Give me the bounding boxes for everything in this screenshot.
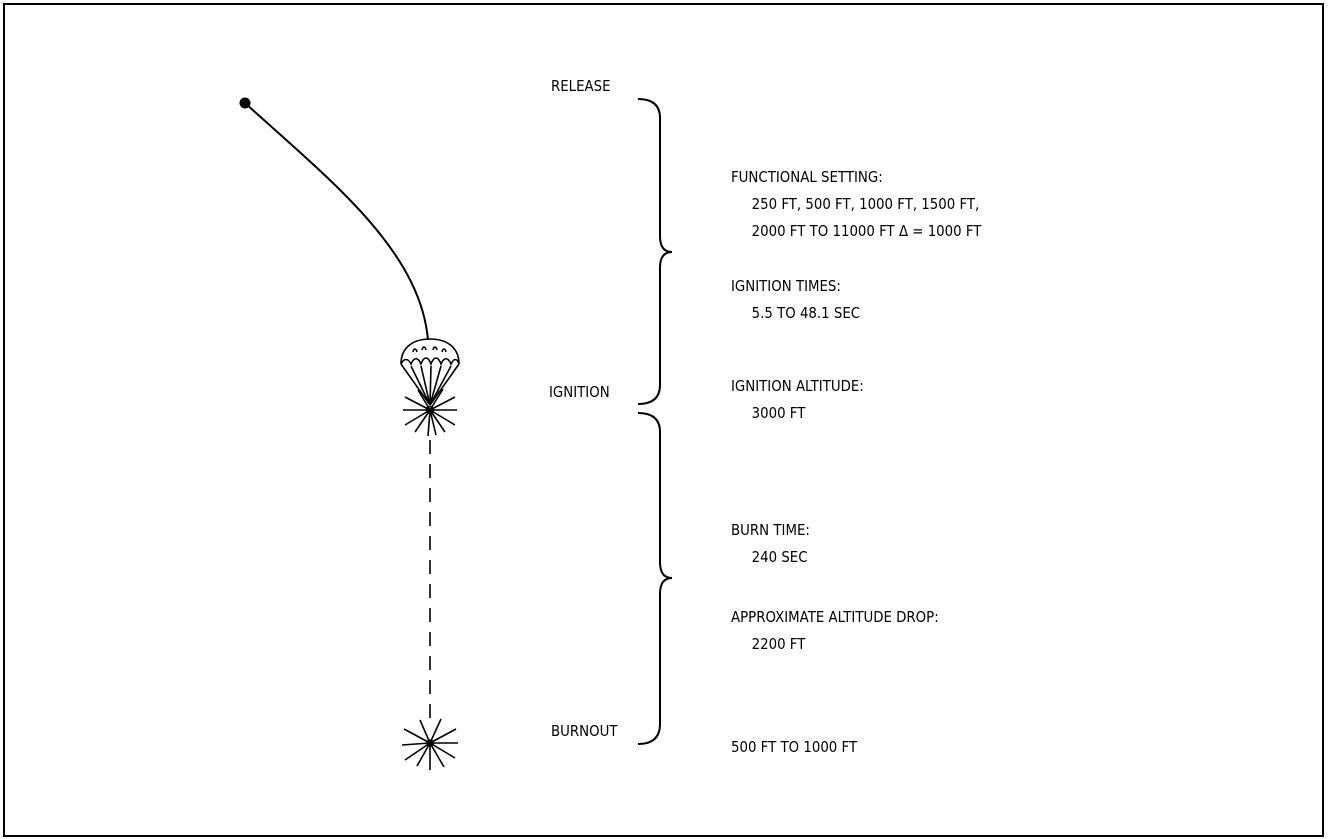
ignition-times-block: IGNITION TIMES: 5.5 TO 48.1 SEC [731, 273, 860, 327]
burn-time-value: 240 SEC [731, 544, 810, 571]
altitude-drop-block: APPROXIMATE ALTITUDE DROP: 2200 FT [731, 604, 939, 658]
ignition-times-heading: IGNITION TIMES: [731, 273, 860, 300]
ignition-times-value: 5.5 TO 48.1 SEC [731, 300, 860, 327]
altitude-drop-value: 2200 FT [731, 631, 939, 658]
functional-setting-heading: FUNCTIONAL SETTING: [731, 164, 981, 191]
release-label: RELEASE [551, 79, 611, 95]
burn-time-block: BURN TIME: 240 SEC [731, 517, 810, 571]
functional-setting-line2: 2000 FT TO 11000 FT Δ = 1000 FT [731, 218, 981, 245]
ignition-altitude-value: 3000 FT [731, 400, 864, 427]
altitude-drop-heading: APPROXIMATE ALTITUDE DROP: [731, 604, 939, 631]
parachute-icon [401, 339, 459, 405]
functional-setting-block: FUNCTIONAL SETTING: 250 FT, 500 FT, 1000… [731, 164, 981, 245]
ignition-altitude-heading: IGNITION ALTITUDE: [731, 373, 864, 400]
burnout-label: BURNOUT [551, 724, 618, 740]
ignition-burnout-brace [638, 413, 672, 744]
trajectory-curve [245, 103, 428, 340]
release-ignition-brace [638, 99, 672, 404]
ignition-altitude-block: IGNITION ALTITUDE: 3000 FT [731, 373, 864, 427]
ignition-label: IGNITION [549, 385, 610, 401]
burnout-flare-icon [402, 719, 458, 770]
burn-time-heading: BURN TIME: [731, 517, 810, 544]
burnout-altitude-text: 500 FT TO 1000 FT [731, 740, 857, 756]
functional-setting-line1: 250 FT, 500 FT, 1000 FT, 1500 FT, [731, 191, 981, 218]
